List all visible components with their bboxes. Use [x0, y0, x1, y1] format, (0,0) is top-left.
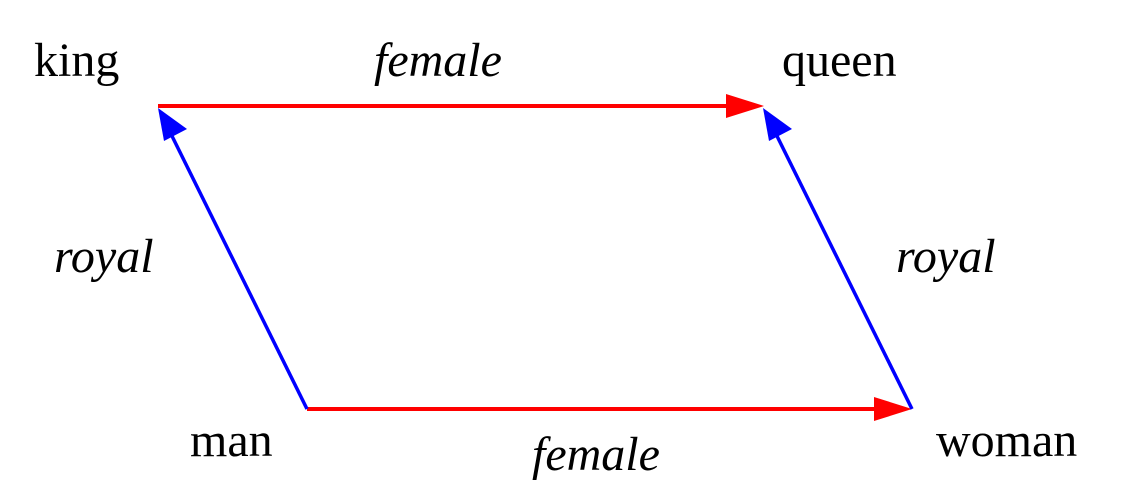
royal-arrow-woman-to-queen-shaft: [773, 131, 914, 410]
relation-label-female-bottom: female: [532, 428, 660, 481]
word-label-queen: queen: [782, 34, 897, 87]
word-label-woman: woman: [936, 414, 1077, 467]
female-arrow-king-to-queen-head: [726, 94, 764, 118]
royal-arrow-man-to-king-head: [158, 108, 187, 141]
relation-label-royal-left: royal: [54, 230, 154, 283]
royal-arrow-woman-to-queen-head: [763, 108, 792, 141]
female-arrow-man-to-woman-head: [874, 397, 912, 421]
word-label-man: man: [190, 414, 273, 467]
relation-label-female-top: female: [374, 34, 502, 87]
royal-arrow-man-to-king-shaft: [168, 131, 309, 410]
word-label-king: king: [34, 34, 119, 87]
relation-label-royal-right: royal: [896, 230, 996, 283]
